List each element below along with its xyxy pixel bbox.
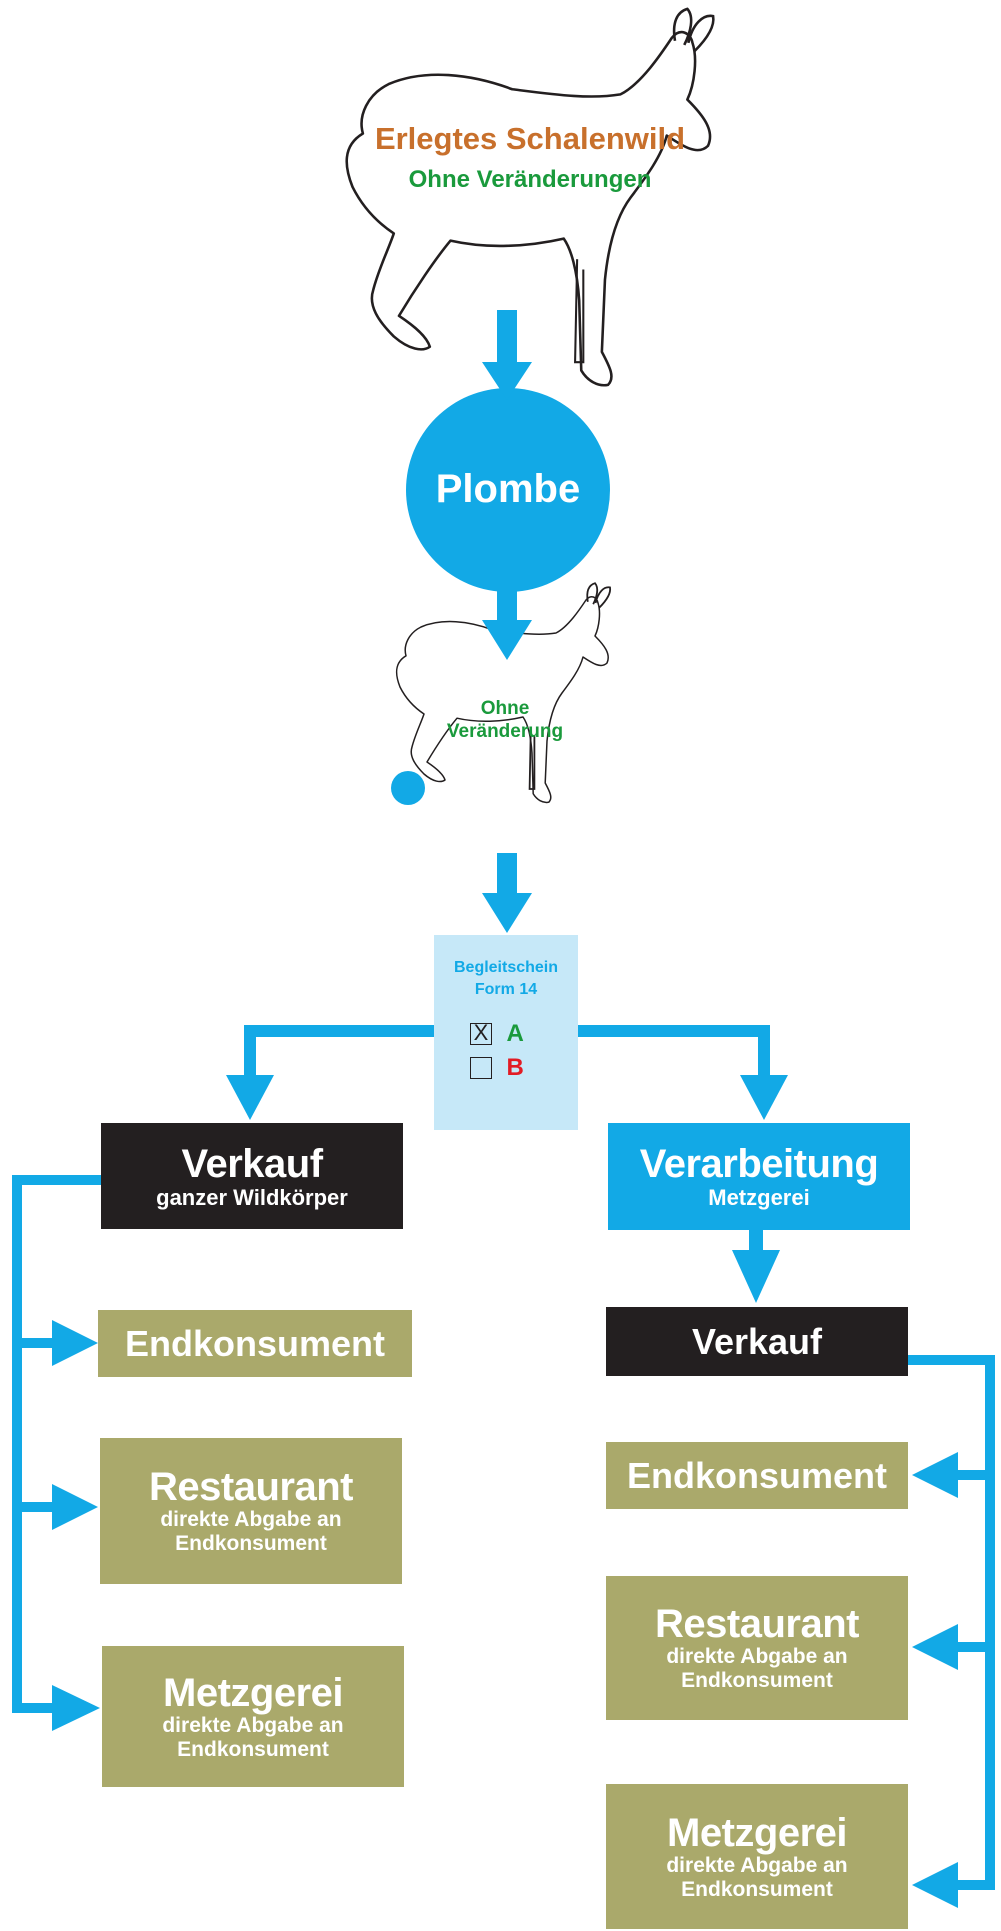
left-restaurant-box: Restaurant direkte Abgabe an Endkonsumen… — [100, 1438, 402, 1584]
sale-whole-carcass-box: Verkauf ganzer Wildkörper — [101, 1123, 403, 1229]
option-b-label: B — [506, 1054, 524, 1081]
right-sale-box: Verkauf — [606, 1307, 908, 1376]
form-option-b: B — [470, 1054, 550, 1082]
arrow-down-icon — [482, 585, 532, 660]
left-butcher-box: Metzgerei direkte Abgabe an Endkonsument — [102, 1646, 404, 1787]
restaurant-line2: Endkonsument — [681, 1669, 833, 1692]
restaurant-line1: direkte Abgabe an — [160, 1508, 342, 1531]
restaurant-title: Restaurant — [149, 1465, 353, 1509]
seal-circle — [406, 388, 610, 592]
large-chamois-icon — [345, 7, 715, 387]
seal-label: Plombe — [435, 467, 581, 511]
butcher-line1: direkte Abgabe an — [666, 1853, 848, 1877]
checkbox-checked[interactable]: X — [470, 1022, 492, 1045]
checkbox-unchecked[interactable] — [470, 1057, 492, 1079]
right-sale-title: Verkauf — [691, 1320, 823, 1362]
left-bracket — [12, 1175, 102, 1731]
form-option-a: X A — [470, 1020, 550, 1048]
seal-dot-icon — [391, 771, 425, 805]
restaurant-line1: direkte Abgabe an — [666, 1645, 848, 1668]
processing-box: Verarbeitung Metzgerei — [608, 1123, 910, 1230]
branch-connector-right — [578, 1025, 788, 1120]
form-number: Form 14 — [474, 981, 538, 998]
restaurant-title: Restaurant — [655, 1602, 859, 1646]
sale-subtitle: ganzer Wildkörper — [156, 1184, 348, 1210]
end-consumer-title: Endkonsument — [626, 1454, 887, 1496]
butcher-line2: Endkonsument — [177, 1737, 329, 1761]
arrow-down-icon — [732, 1228, 780, 1303]
unchanged-label-line1: Ohne — [480, 698, 530, 719]
butcher-line1: direkte Abgabe an — [162, 1713, 344, 1737]
right-restaurant-box: Restaurant direkte Abgabe an Endkonsumen… — [606, 1576, 908, 1720]
end-consumer-title: Endkonsument — [124, 1322, 385, 1364]
branch-connector-left — [226, 1025, 434, 1120]
form-title: Begleitschein — [453, 959, 559, 976]
left-end-consumer-box: Endkonsument — [98, 1310, 412, 1377]
processing-subtitle: Metzgerei — [708, 1185, 810, 1210]
butcher-title: Metzgerei — [667, 1810, 848, 1855]
right-end-consumer-box: Endkonsument — [606, 1442, 908, 1509]
small-chamois-icon — [395, 582, 612, 804]
hunted-game-subtitle: Ohne Veränderungen — [408, 166, 652, 193]
restaurant-line2: Endkonsument — [175, 1532, 327, 1555]
butcher-line2: Endkonsument — [681, 1877, 833, 1901]
form-box — [434, 935, 578, 1130]
sale-title: Verkauf — [181, 1141, 323, 1186]
butcher-title: Metzgerei — [163, 1670, 344, 1715]
hunted-game-title: Erlegtes Schalenwild — [374, 121, 686, 156]
arrow-down-icon — [482, 853, 532, 933]
arrow-down-icon — [482, 310, 532, 400]
unchanged-label-line2: Veränderung — [446, 721, 564, 742]
option-a-label: A — [506, 1020, 524, 1047]
right-butcher-box: Metzgerei direkte Abgabe an Endkonsument — [606, 1784, 908, 1929]
right-bracket — [907, 1355, 995, 1908]
processing-title: Verarbeitung — [639, 1142, 879, 1186]
